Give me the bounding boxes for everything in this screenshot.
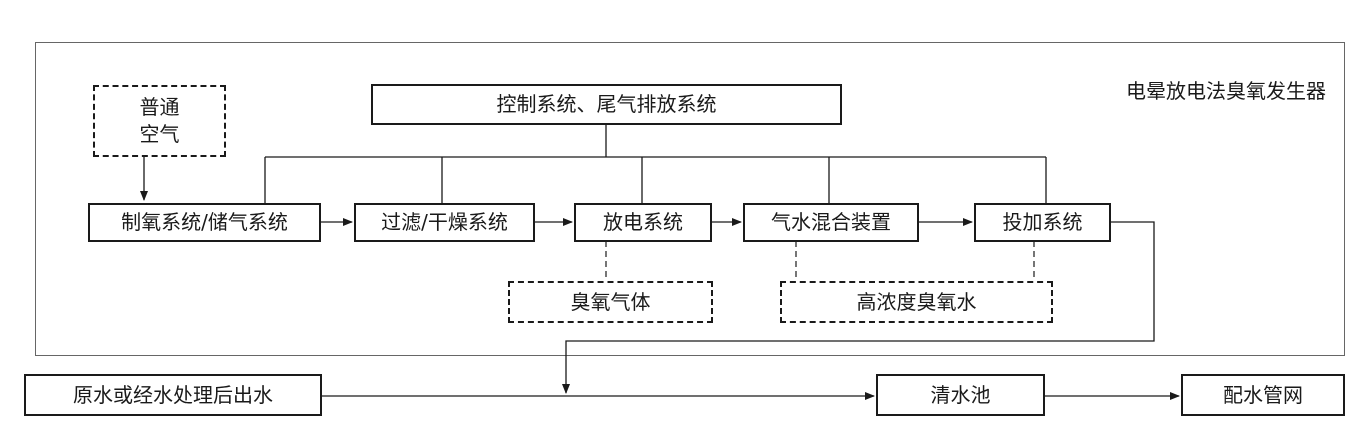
- node-discharge: 放电系统: [574, 203, 712, 242]
- node-ozone-water-label: 高浓度臭氧水: [856, 289, 977, 314]
- diagram-title: 电晕放电法臭氧发生器: [1126, 79, 1326, 103]
- node-distribution-network-label: 配水管网: [1223, 382, 1303, 407]
- node-dosing-label: 投加系统: [1002, 210, 1083, 234]
- node-ordinary-air-label: 普通 空气: [139, 95, 180, 146]
- dosing-output-line: [562, 221, 1155, 394]
- node-ozone-gas-label: 臭氧气体: [570, 289, 651, 314]
- node-control-exhaust: 控制系统、尾气排放系统: [371, 84, 842, 125]
- node-distribution-network: 配水管网: [1181, 374, 1345, 416]
- node-filter-dry-label: 过滤/干燥系统: [381, 210, 508, 234]
- node-oxygen-storage-label: 制氧系统/储气系统: [121, 210, 288, 234]
- node-ozone-gas: 臭氧气体: [508, 281, 713, 323]
- node-clear-well: 清水池: [876, 374, 1045, 416]
- ozone-generator-boundary: [35, 42, 1345, 356]
- node-ozone-water: 高浓度臭氧水: [780, 281, 1053, 323]
- node-filter-dry: 过滤/干燥系统: [354, 203, 535, 242]
- node-control-exhaust-label: 控制系统、尾气排放系统: [496, 92, 717, 116]
- node-raw-water: 原水或经水处理后出水: [24, 374, 322, 416]
- node-gas-water-mixing-label: 气水混合装置: [771, 210, 891, 234]
- node-dosing: 投加系统: [974, 203, 1111, 242]
- node-discharge-label: 放电系统: [603, 210, 683, 234]
- node-ordinary-air: 普通 空气: [93, 85, 226, 157]
- node-oxygen-storage: 制氧系统/储气系统: [88, 203, 321, 242]
- node-raw-water-label: 原水或经水处理后出水: [73, 382, 273, 407]
- node-clear-well-label: 清水池: [930, 382, 991, 407]
- node-gas-water-mixing: 气水混合装置: [743, 203, 919, 242]
